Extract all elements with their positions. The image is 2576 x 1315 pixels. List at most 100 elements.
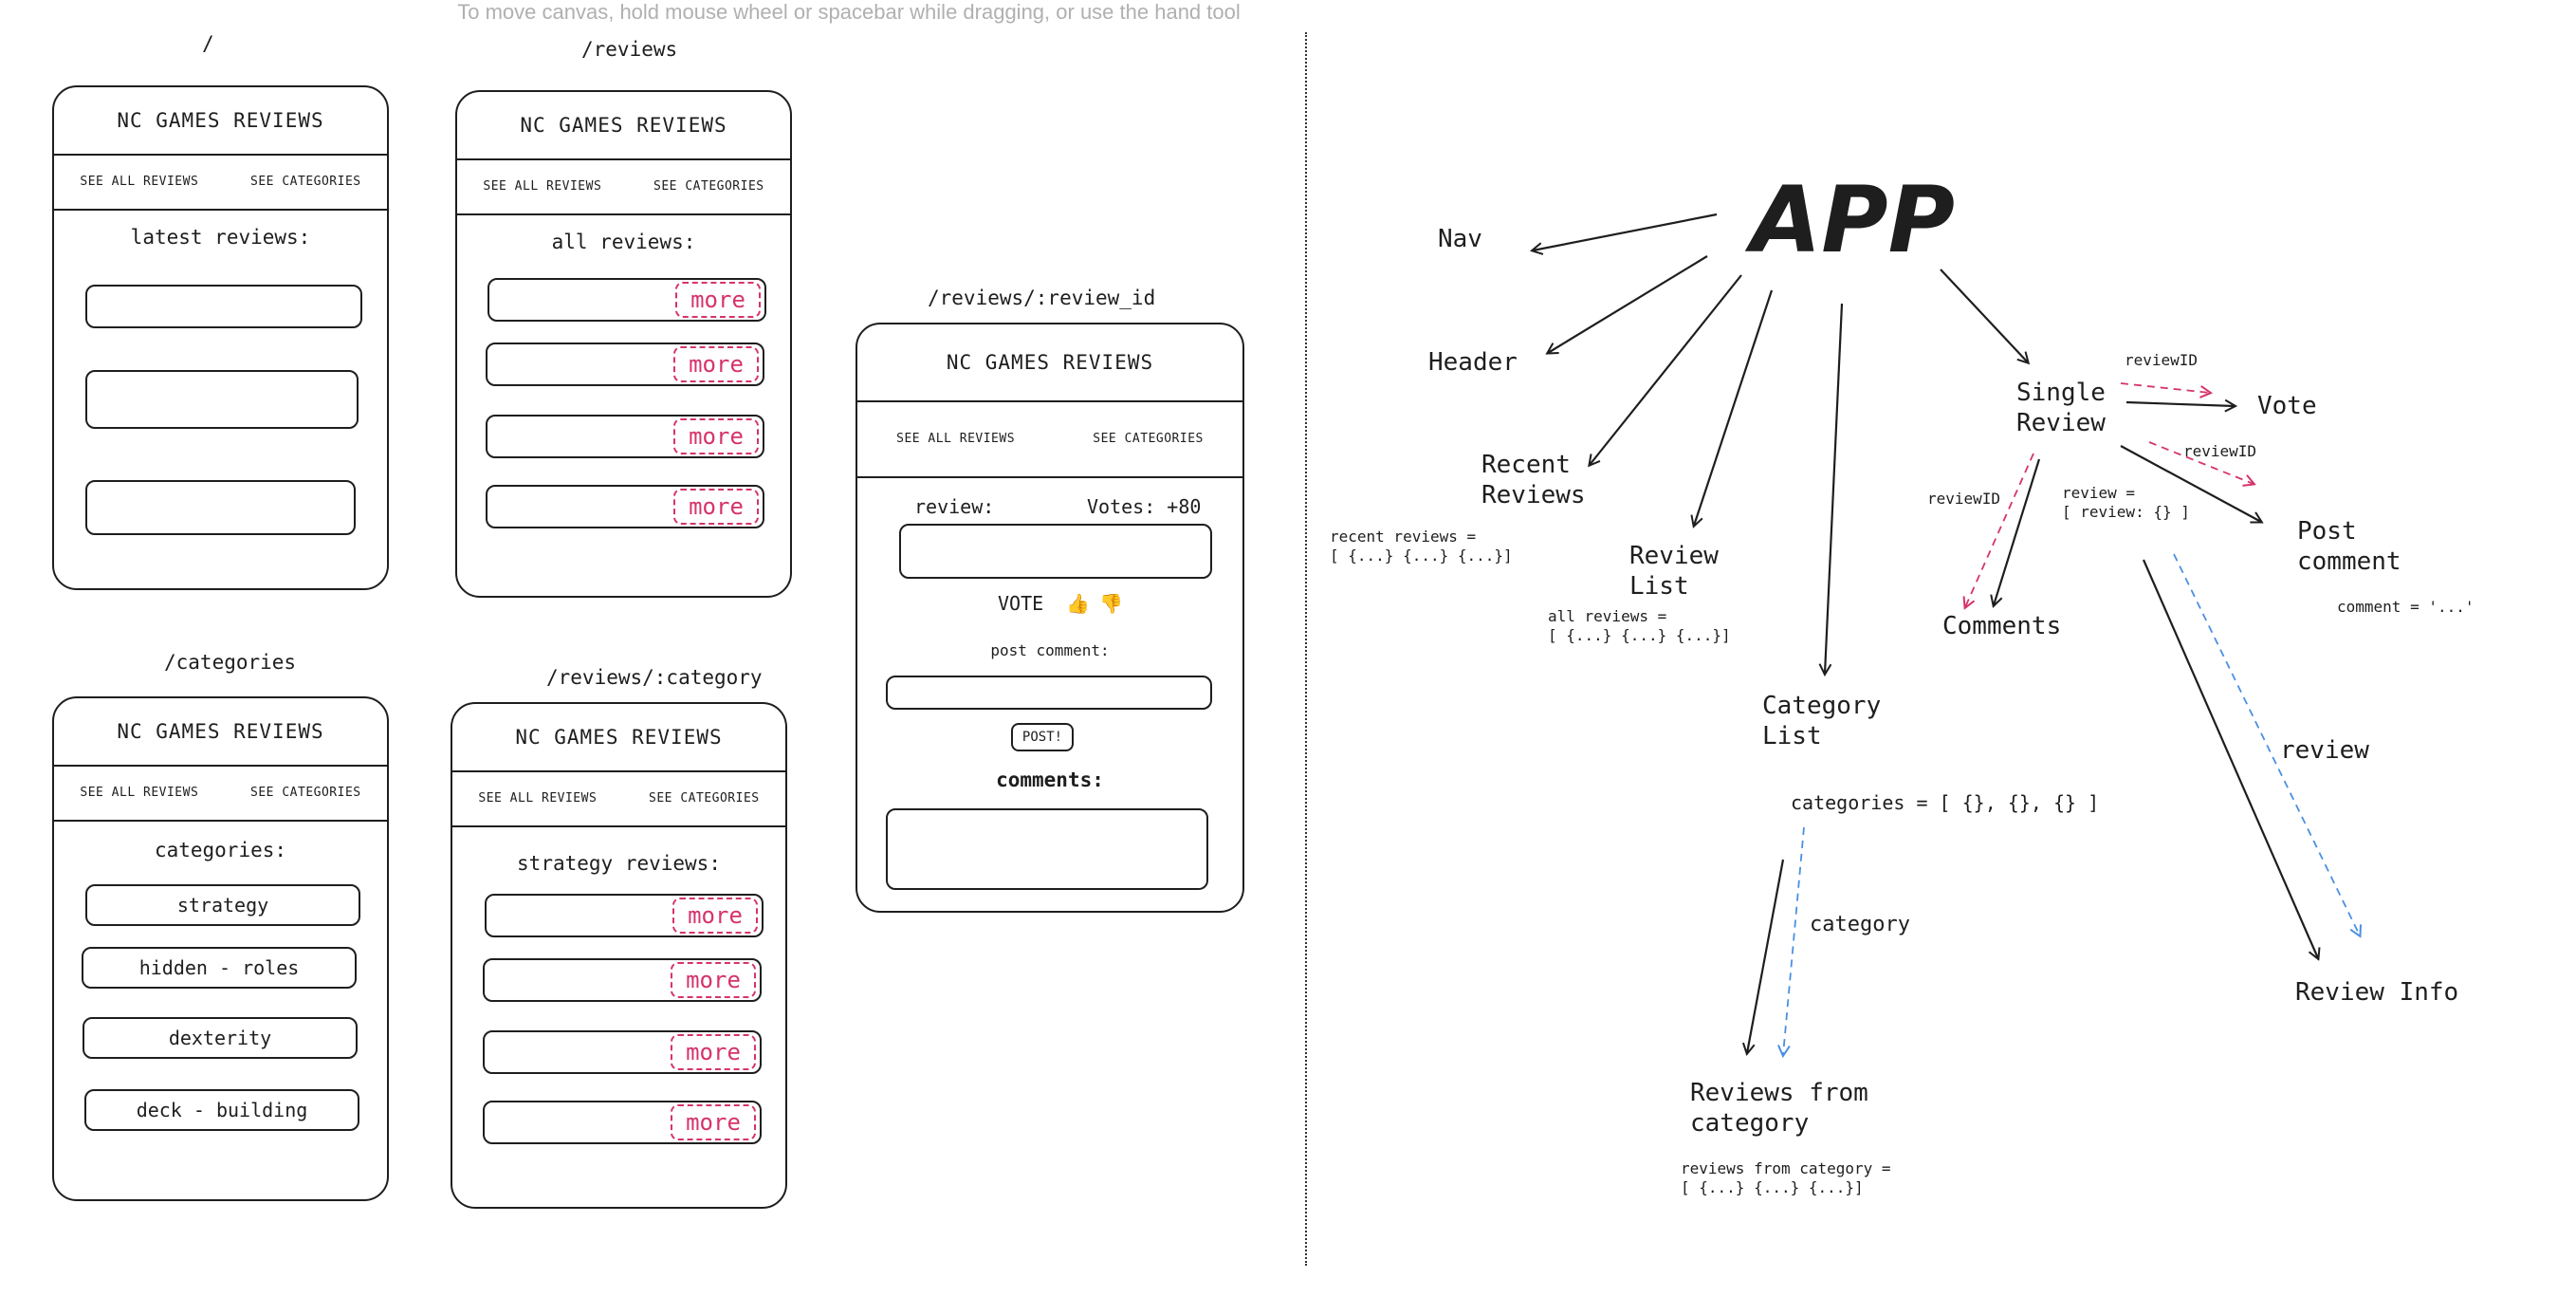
node-review-info: Review Info xyxy=(2295,978,2459,1007)
canvas-divider xyxy=(1305,32,1307,1266)
prop-label-reviewid: reviewID xyxy=(2125,351,2199,369)
post-button[interactable]: POST! xyxy=(1011,723,1074,751)
more-button[interactable]: more xyxy=(672,898,758,934)
edge-category-list-reviews-from-category xyxy=(1747,859,1785,1053)
nav-categories[interactable]: SEE CATEGORIES xyxy=(649,790,760,806)
node-comments: Comments xyxy=(1942,612,2062,640)
node-post-comment: Post comment xyxy=(2297,516,2401,577)
nav-all-reviews[interactable]: SEE ALL REVIEWS xyxy=(80,174,199,189)
review-card[interactable]: more xyxy=(486,343,764,386)
state-line: [ {...} {...} {...}] xyxy=(1330,546,1513,565)
nav-all-reviews[interactable]: SEE ALL REVIEWS xyxy=(80,785,199,800)
review-card[interactable] xyxy=(85,370,359,429)
node-reviews-from-category: Reviews from category xyxy=(1690,1078,1868,1139)
prop-label-review: review xyxy=(2280,736,2369,765)
wireframe-categories: NC GAMES REVIEWS SEE ALL REVIEWS SEE CAT… xyxy=(52,696,389,1201)
route-label-review-id: /reviews/:review_id xyxy=(928,287,1156,309)
node-vote: Vote xyxy=(2257,392,2317,420)
route-label-categories: /categories xyxy=(164,651,297,674)
app-header: NC GAMES REVIEWS xyxy=(54,698,387,767)
category-item[interactable]: dexterity xyxy=(83,1017,358,1059)
review-card[interactable]: more xyxy=(483,958,762,1002)
page-title: all reviews: xyxy=(551,231,696,253)
more-button[interactable]: more xyxy=(673,489,759,525)
more-button[interactable]: more xyxy=(671,1034,756,1070)
nav-bar: SEE ALL REVIEWS SEE CATEGORIES xyxy=(857,400,1242,478)
comments-label: comments: xyxy=(996,769,1104,791)
review-card[interactable]: more xyxy=(486,485,764,528)
state-line: all reviews = xyxy=(1548,607,1667,625)
comment-input[interactable] xyxy=(886,676,1212,710)
thumbs-down-icon[interactable]: 👎 xyxy=(1099,592,1123,615)
nav-categories[interactable]: SEE CATEGORIES xyxy=(250,785,361,800)
review-card[interactable] xyxy=(85,480,356,535)
state-line: [ review: {} ] xyxy=(2062,503,2190,521)
nav-categories[interactable]: SEE CATEGORIES xyxy=(653,178,764,194)
app-header: NC GAMES REVIEWS xyxy=(857,324,1242,402)
route-label-category: /reviews/:category xyxy=(546,666,763,689)
category-item[interactable]: hidden - roles xyxy=(82,947,357,989)
category-item[interactable]: strategy xyxy=(85,884,360,926)
review-card[interactable]: more xyxy=(483,1030,762,1074)
nav-all-reviews[interactable]: SEE ALL REVIEWS xyxy=(478,790,598,806)
node-label-line: Reviews from xyxy=(1690,1079,1868,1107)
edge-single-review-vote xyxy=(2125,402,2235,406)
nav-bar: SEE ALL REVIEWS SEE CATEGORIES xyxy=(457,158,790,215)
review-card[interactable]: more xyxy=(486,415,764,458)
review-card[interactable] xyxy=(85,285,362,328)
edge-app-header xyxy=(1548,255,1708,353)
node-category-list: Category List xyxy=(1762,691,1881,751)
edge-app-review-list xyxy=(1694,289,1774,526)
prop-reviewid-comments xyxy=(1965,453,2034,607)
state-categories: categories = [ {}, {}, {} ] xyxy=(1791,791,2100,814)
state-comment: comment = '...' xyxy=(2337,598,2475,616)
more-button[interactable]: more xyxy=(673,418,759,454)
nav-categories[interactable]: SEE CATEGORIES xyxy=(250,174,361,189)
state-all-reviews: all reviews = [ {...} {...} {...}] xyxy=(1548,607,1731,645)
comments-list xyxy=(886,808,1208,890)
node-header: Header xyxy=(1428,348,1518,377)
edge-app-category-list xyxy=(1825,303,1844,674)
review-card[interactable]: more xyxy=(485,894,764,937)
edge-app-nav xyxy=(1533,213,1718,250)
edge-single-review-comments xyxy=(1994,458,2041,605)
nav-bar: SEE ALL REVIEWS SEE CATEGORIES xyxy=(54,154,387,211)
prop-label-reviewid: reviewID xyxy=(1927,490,2001,508)
state-line: recent reviews = xyxy=(1330,528,1477,546)
node-label-line: Review xyxy=(1629,542,1719,570)
node-label-line: Post xyxy=(2297,517,2357,546)
nav-categories[interactable]: SEE CATEGORIES xyxy=(1093,431,1204,446)
thumbs-up-icon[interactable]: 👍 xyxy=(1066,592,1091,615)
node-label-line: Review xyxy=(2016,409,2106,437)
category-item[interactable]: deck - building xyxy=(84,1089,359,1131)
state-line: review = xyxy=(2062,484,2136,502)
nav-all-reviews[interactable]: SEE ALL REVIEWS xyxy=(483,178,602,194)
state-line: reviews from category = xyxy=(1681,1159,1891,1177)
prop-label-category: category xyxy=(1810,913,1910,936)
more-button[interactable]: more xyxy=(671,1104,756,1140)
canvas-hint: To move canvas, hold mouse wheel or spac… xyxy=(457,0,1241,24)
wireframe-reviews: NC GAMES REVIEWS SEE ALL REVIEWS SEE CAT… xyxy=(455,90,792,598)
state-recent-reviews: recent reviews = [ {...} {...} {...}] xyxy=(1330,528,1513,565)
review-card[interactable]: more xyxy=(483,1101,762,1144)
node-label-line: category xyxy=(1690,1109,1810,1138)
review-card[interactable]: more xyxy=(488,278,766,322)
page-title: latest reviews: xyxy=(130,226,311,249)
node-label-line: Recent xyxy=(1481,451,1571,479)
edge-app-single-review xyxy=(1940,269,2028,362)
nav-all-reviews[interactable]: SEE ALL REVIEWS xyxy=(896,431,1016,446)
wireframe-category-reviews: NC GAMES REVIEWS SEE ALL REVIEWS SEE CAT… xyxy=(451,702,787,1209)
node-label-line: Reviews xyxy=(1481,481,1586,509)
more-button[interactable]: more xyxy=(675,282,761,318)
more-button[interactable]: more xyxy=(673,346,759,382)
node-label-line: Single xyxy=(2016,379,2106,407)
state-line: [ {...} {...} {...}] xyxy=(1548,626,1731,644)
node-recent-reviews: Recent Reviews xyxy=(1481,450,1586,510)
prop-reviewid-vote xyxy=(2120,382,2210,393)
app-header: NC GAMES REVIEWS xyxy=(457,92,790,160)
node-label-line: List xyxy=(1629,572,1689,601)
prop-label-reviewid: reviewID xyxy=(2183,442,2257,460)
state-reviews-from-category: reviews from category = [ {...} {...} {.… xyxy=(1681,1159,1891,1197)
node-label-line: Category xyxy=(1762,692,1882,720)
more-button[interactable]: more xyxy=(671,962,756,998)
